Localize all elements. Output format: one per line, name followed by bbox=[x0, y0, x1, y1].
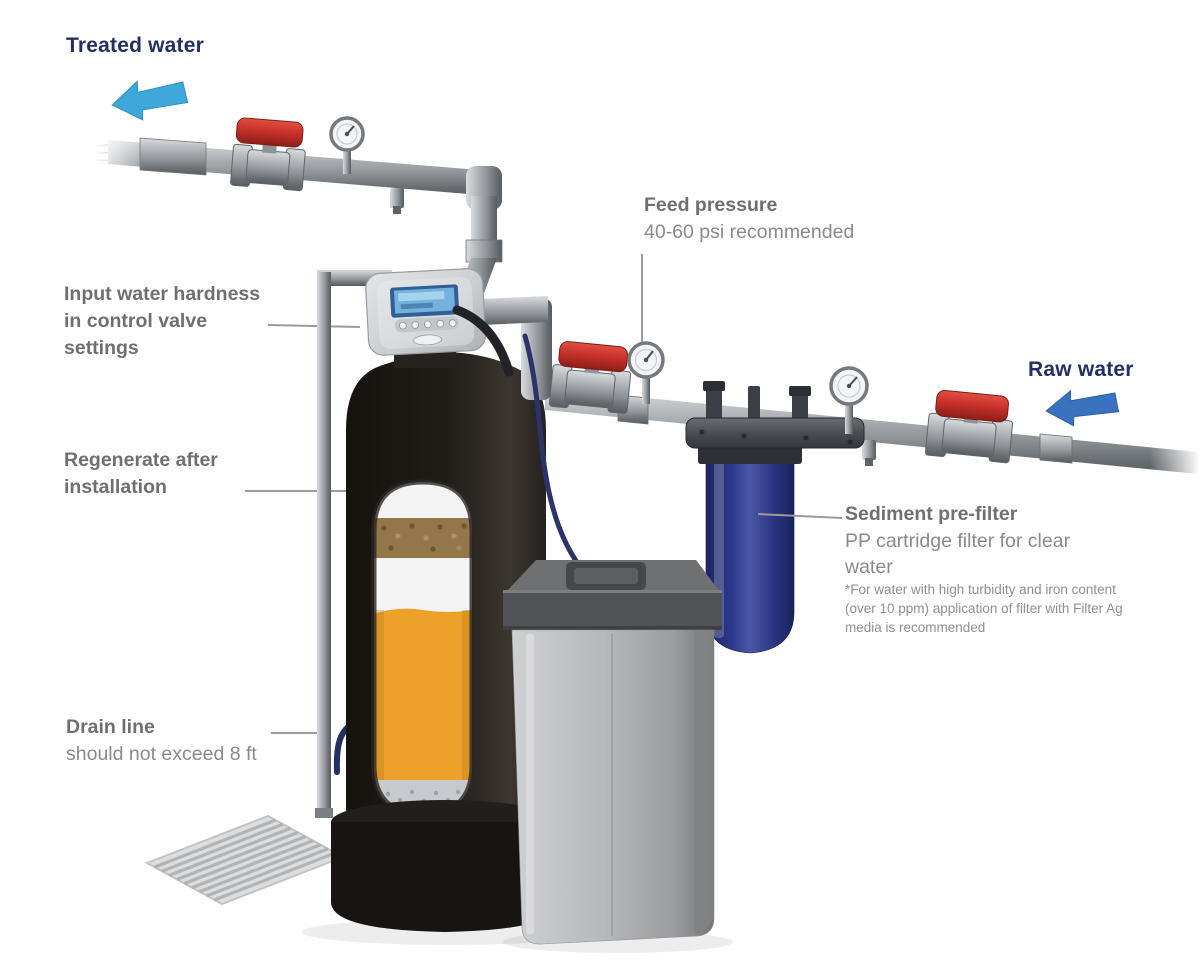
ball-valve-treated bbox=[230, 117, 306, 192]
drain-line-title: Drain line bbox=[66, 716, 155, 738]
sediment-filter-footnote: *For water with high turbidity and iron … bbox=[845, 582, 1123, 635]
drain-line-label: Drain line should not exceed 8 ft bbox=[66, 714, 257, 767]
treated-water-label: Treated water bbox=[66, 34, 204, 57]
brine-tank-lid bbox=[503, 590, 722, 630]
feed-pressure-title: Feed pressure bbox=[644, 194, 778, 216]
brine-tank bbox=[503, 560, 722, 945]
ball-valve-raw-right bbox=[924, 389, 1014, 464]
valve-hose bbox=[452, 305, 514, 377]
callout-sediment-filter bbox=[757, 513, 843, 519]
ball-valve-raw-left bbox=[548, 341, 632, 414]
brand-logo bbox=[413, 334, 442, 346]
regenerate-label: Regenerate after installation bbox=[64, 449, 218, 498]
sediment-filter-title: Sediment pre-filter bbox=[845, 503, 1018, 525]
tank-base bbox=[331, 800, 559, 932]
sediment-filter-label: Sediment pre-filter PP cartridge filter … bbox=[845, 501, 1135, 637]
raw-water-arrow-icon bbox=[1045, 389, 1120, 427]
treated-water-arrow-icon bbox=[111, 80, 189, 121]
drain-line-subtitle: should not exceed 8 ft bbox=[66, 743, 257, 765]
resin-bed bbox=[374, 608, 472, 792]
feed-pressure-label: Feed pressure 40-60 psi recommended bbox=[644, 192, 854, 245]
softener-tank bbox=[331, 352, 559, 932]
feed-pressure-subtitle: 40-60 psi recommended bbox=[644, 221, 855, 243]
pressure-gauge-raw-right bbox=[829, 366, 869, 434]
sample-port-raw bbox=[862, 440, 876, 460]
drain-grate bbox=[144, 814, 346, 906]
sediment-filter-housing bbox=[685, 381, 865, 654]
brine-line bbox=[522, 333, 601, 589]
red-valve-handle bbox=[235, 117, 304, 148]
brine-tank-body bbox=[511, 629, 715, 945]
raw-water-label: Raw water bbox=[1028, 358, 1134, 381]
red-valve-handle bbox=[558, 341, 628, 373]
media-layer-top bbox=[374, 518, 472, 558]
control-valve bbox=[365, 268, 514, 377]
red-valve-handle bbox=[935, 389, 1009, 423]
resin-cutaway bbox=[374, 482, 472, 814]
callout-input-hardness bbox=[267, 324, 361, 328]
pressure-gauge-raw-left bbox=[627, 341, 665, 404]
sample-port bbox=[390, 188, 404, 208]
control-valve-buttons bbox=[398, 319, 457, 330]
pressure-gauge-treated bbox=[329, 116, 365, 174]
input-hardness-label: Input water hardness in control valve se… bbox=[64, 283, 261, 359]
